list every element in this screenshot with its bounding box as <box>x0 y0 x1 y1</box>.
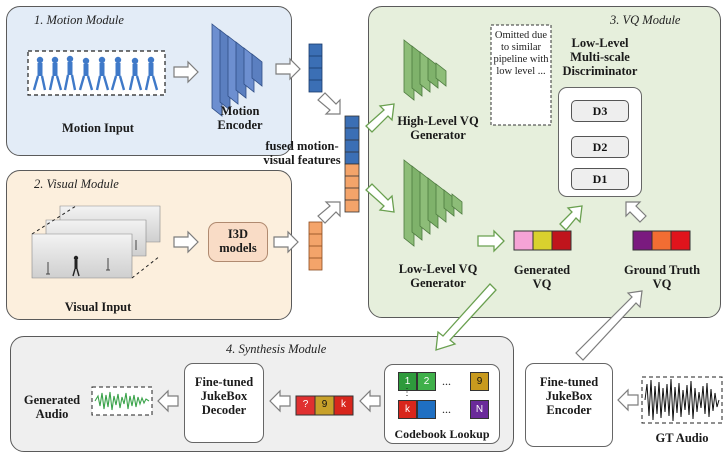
arrow-tokens-to-decoder <box>269 389 291 413</box>
motion-encoder-label: Motion Encoder <box>200 104 280 132</box>
arrow-motion-to-encoder <box>173 60 199 84</box>
discriminator-label: Low-Level Multi-scale Discriminator <box>554 36 646 78</box>
fused-feature-bar <box>344 115 360 213</box>
jukebox-encoder-label: Fine-tuned JukeBox Encoder <box>533 375 605 417</box>
arrow-i3d-to-feature <box>273 230 299 254</box>
fused-features-text: fused motion-visual features <box>263 139 341 167</box>
codebook-cell-1: 1 <box>398 372 417 391</box>
arrow-fused-to-high <box>365 103 395 133</box>
discriminator-d2: D2 <box>571 136 629 158</box>
visual-input-label: Visual Input <box>64 300 132 314</box>
arrow-encoder-to-gtvq <box>575 290 643 361</box>
discriminator-text: Low-Level Multi-scale Discriminator <box>562 36 638 78</box>
visual-feature-bar <box>308 221 323 271</box>
omitted-note: Omitted due to similar pipeline with low… <box>493 30 549 77</box>
codebook-cell-2: 2 <box>417 372 436 391</box>
low-level-generator-text: Low-Level VQ Generator <box>398 262 478 290</box>
token-cell-1: ? <box>302 399 309 410</box>
codebook-lookup-label: Codebook Lookup <box>394 427 490 441</box>
fused-features-label: fused motion-visual features <box>262 139 342 167</box>
token-cell-2: 9 <box>321 399 328 410</box>
codebook-cell-n: N <box>470 400 489 419</box>
vq-module-title: 3. VQ Module <box>610 13 681 27</box>
generated-vq-label: Generated VQ <box>504 263 580 291</box>
discriminator-d1: D1 <box>571 168 629 190</box>
generated-vq-tokens <box>513 230 572 251</box>
generated-audio-label: Generated Audio <box>20 393 84 421</box>
motion-input-label: Motion Input <box>62 121 134 135</box>
codebook-blue-cell <box>417 400 436 419</box>
codebook-grid: 1 2 ... 9 ⋮ k ... N <box>398 372 492 420</box>
motion-encoder-blocks <box>211 23 263 117</box>
arrow-visual-to-fused <box>317 201 341 224</box>
high-level-generator-label: High-Level VQ Generator <box>388 114 488 142</box>
discriminator-box: D3 D2 D1 <box>558 87 642 197</box>
arrow-gtaudio-to-encoder <box>617 388 639 412</box>
i3d-models-label: I3D models <box>212 227 264 255</box>
arrow-vq-to-codebook <box>435 283 497 351</box>
arrow-codebook-to-tokens <box>359 389 381 413</box>
arrows <box>157 57 647 413</box>
high-level-generator-blocks <box>403 39 447 101</box>
codebook-cell-9: 9 <box>470 372 489 391</box>
motion-encoder-text: Motion Encoder <box>217 104 263 132</box>
high-level-generator-text: High-Level VQ Generator <box>397 114 479 142</box>
arrow-motion-to-fused <box>317 92 341 115</box>
motion-input-image <box>27 50 166 96</box>
ground-truth-vq-tokens <box>632 230 691 251</box>
jukebox-decoder-box <box>184 363 264 443</box>
token-row-cells <box>295 395 354 416</box>
jukebox-decoder-text: Fine-tuned JukeBox Decoder <box>194 375 254 417</box>
arrow-genvq-to-discriminator <box>559 205 583 231</box>
green-arrows <box>365 103 583 351</box>
discriminator-d3: D3 <box>571 100 629 122</box>
arrow-encoder-to-feature <box>275 57 301 81</box>
ground-truth-vq-label: Ground Truth VQ <box>616 263 708 291</box>
arrow-visual-to-i3d <box>173 230 199 254</box>
jukebox-encoder-text: Fine-tuned JukeBox Encoder <box>539 375 599 417</box>
generated-vq-text: Generated VQ <box>513 263 571 291</box>
arrow-fused-to-low <box>365 183 395 213</box>
token-cell-3: k <box>341 399 346 410</box>
ground-truth-vq-text: Ground Truth VQ <box>623 263 701 291</box>
codebook-cell-k: k <box>398 400 417 419</box>
low-level-generator-blocks <box>403 159 463 247</box>
low-level-generator-label: Low-Level VQ Generator <box>388 262 488 290</box>
arrow-gtvq-to-discriminator <box>625 201 647 223</box>
visual-input-image <box>31 205 161 279</box>
arrow-decoder-to-audio <box>157 389 179 413</box>
gt-audio-waveform <box>641 376 723 424</box>
i3d-models-box <box>208 222 268 262</box>
motion-module-title: 1. Motion Module <box>34 13 124 27</box>
arrow-low-to-genvq <box>477 229 505 253</box>
generated-audio-waveform <box>91 386 153 416</box>
codebook-vertical-dots: ⋮ <box>402 387 412 398</box>
synthesis-module-title: 4. Synthesis Module <box>226 342 327 356</box>
i3d-models-text: I3D models <box>219 227 257 255</box>
omitted-note-box <box>490 24 552 126</box>
jukebox-decoder-label: Fine-tuned JukeBox Decoder <box>190 375 258 417</box>
motion-feature-bar <box>308 43 323 93</box>
codebook-dots-2: ... <box>442 402 451 416</box>
visual-module-title: 2. Visual Module <box>34 177 119 191</box>
generated-audio-text: Generated Audio <box>23 393 81 421</box>
jukebox-encoder-box <box>525 363 613 447</box>
token-row: ? 9 k <box>296 396 353 415</box>
gt-audio-label: GT Audio <box>655 431 709 445</box>
codebook-dots-1: ... <box>442 374 451 388</box>
